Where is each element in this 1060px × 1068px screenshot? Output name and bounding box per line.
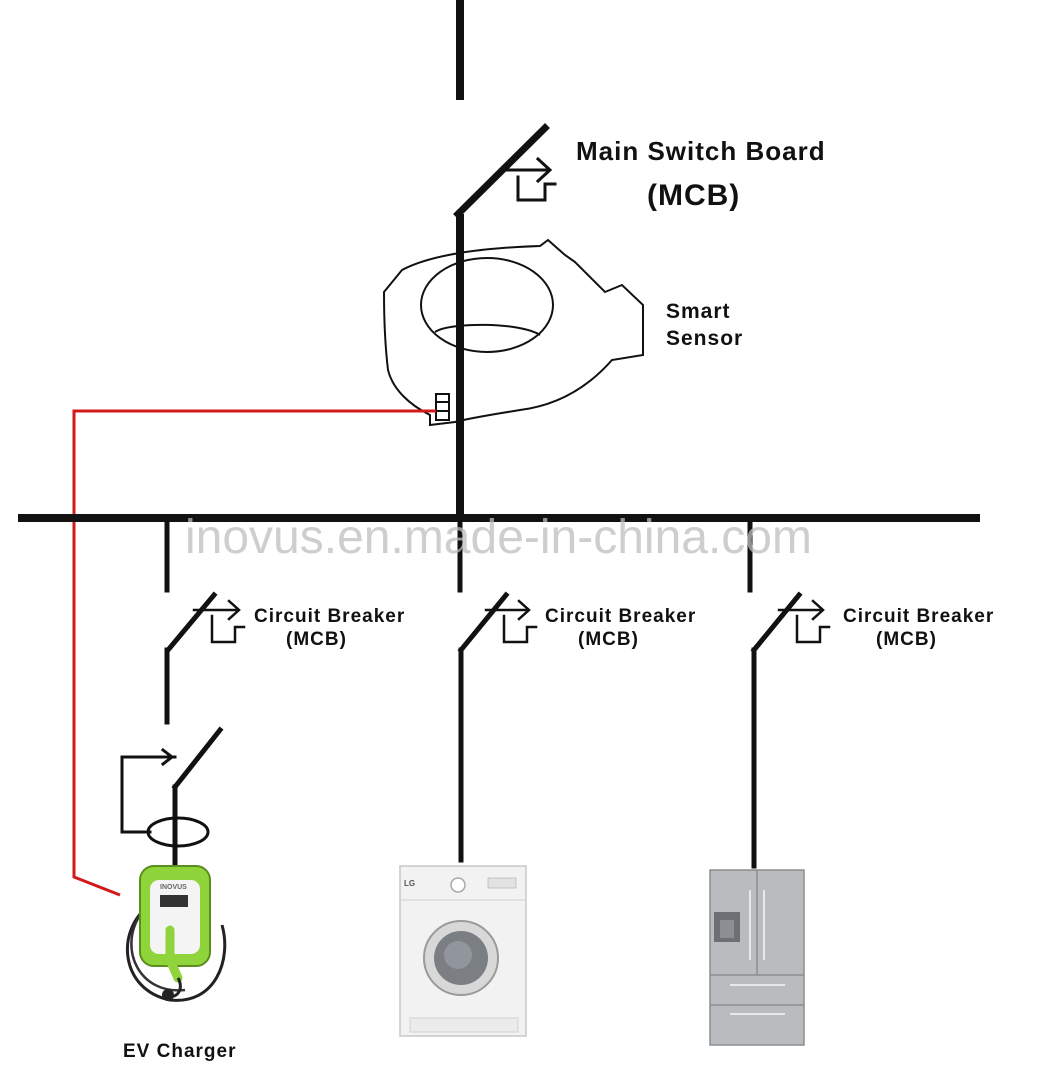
breaker-mcb-label-3: (MCB) [876,629,937,650]
signal-wire [72,409,436,897]
washer-brand: LG [404,879,415,888]
ev-charger-icon: INOVUS [126,865,227,1002]
branch-washer [457,515,538,863]
main-switch-symbol [453,123,557,219]
smart-sensor-label: Smart [666,300,731,323]
branch-fridge [747,515,831,869]
breaker-label-1: Circuit Breaker [254,606,405,627]
ev-charger-label: EV Charger [123,1041,236,1062]
smart-sensor-icon [382,238,644,427]
washing-machine-icon: LG [399,865,527,1037]
watermark: inovus.en.made-in-china.com [185,511,812,564]
breaker-mcb-label-2: (MCB) [578,629,639,650]
breaker-label-3: Circuit Breaker [843,606,994,627]
fridge-icon [709,869,805,1046]
main-switch-mcb-label: (MCB) [647,179,740,212]
breaker-label-2: Circuit Breaker [545,606,696,627]
charger-brand: INOVUS [160,884,187,891]
breaker-mcb-label-1: (MCB) [286,629,347,650]
main-switch-label: Main Switch Board [576,136,826,166]
branch-ev [120,515,246,869]
smart-sensor-label-2: Sensor [666,327,743,350]
